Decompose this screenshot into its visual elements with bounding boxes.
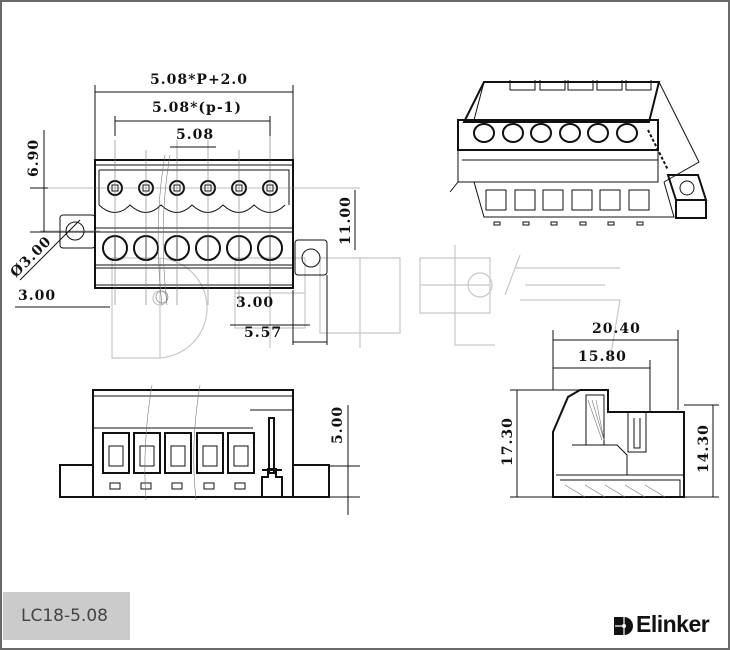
dim-height-top: 6.90 — [26, 139, 42, 177]
brand-name: Elinker — [636, 611, 710, 637]
model-number: LC18-5.08 — [21, 606, 108, 626]
side-view: 20.40 15.80 17.30 14.30 — [500, 321, 719, 498]
elinker-logo-icon — [614, 616, 633, 635]
watermark — [111, 245, 621, 361]
dim-side-body-height: 14.30 — [696, 424, 712, 473]
dim-flange-right: 3.00 — [236, 295, 274, 311]
brand-logo: Elinker — [612, 611, 710, 638]
dim-pitch: 5.08 — [176, 127, 214, 143]
dim-overall-width: 5.08*P+2.0 — [150, 72, 248, 88]
bottom-view: 5.00 — [59, 384, 360, 515]
dim-height-mount: 11.00 — [338, 196, 354, 245]
dim-bottom-flange-height: 5.00 — [330, 406, 346, 444]
wire-entries — [102, 235, 283, 261]
dim-flange-right-total: 5.57 — [244, 325, 282, 341]
bottom-windows — [102, 432, 255, 490]
dim-side-height: 17.30 — [500, 417, 516, 466]
isometric-view — [449, 80, 708, 226]
dim-side-width: 20.40 — [592, 321, 641, 337]
iso-screws — [473, 123, 638, 143]
dim-flange-left: 3.00 — [18, 288, 56, 304]
dim-hole-diameter: Ø3.00 — [8, 233, 56, 281]
model-label: LC18-5.08 — [3, 592, 130, 640]
dim-side-inner-width: 15.80 — [578, 349, 627, 365]
dim-pitch-span: 5.08*(p-1) — [152, 100, 242, 116]
front-view: 5.08*P+2.0 5.08*(p-1) 5.08 6.90 11.00 Ø3… — [8, 72, 360, 345]
